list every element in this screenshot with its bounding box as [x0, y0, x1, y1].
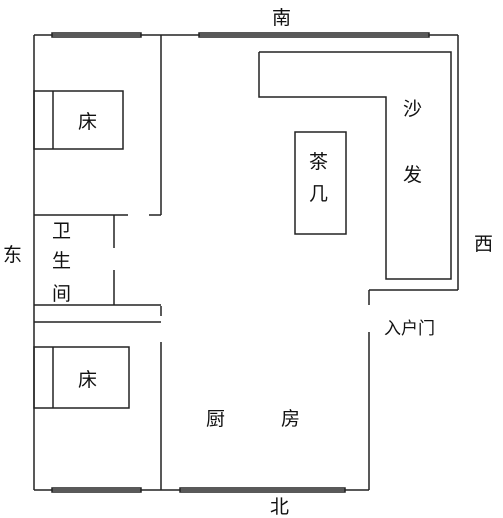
- window-north-right: [198, 32, 430, 38]
- kitchen-label-2: 房: [281, 408, 301, 430]
- bathroom-label-3: 间: [52, 283, 72, 305]
- entrance-door-label: 入户门: [384, 319, 435, 339]
- direction-north: 北: [270, 496, 290, 518]
- bathroom-label-2: 生: [52, 250, 72, 272]
- sofa-shape: [258, 51, 452, 280]
- sofa-label-1: 沙: [403, 98, 423, 120]
- direction-east: 东: [3, 244, 23, 266]
- window-north-left: [51, 32, 142, 38]
- bathroom-label-1: 卫: [52, 220, 72, 242]
- kitchen-label-1: 厨: [206, 408, 226, 430]
- bed-top-shape: [33, 90, 124, 150]
- sofa-label-2: 发: [403, 164, 423, 186]
- window-south-left: [51, 487, 142, 493]
- tea-table-label-2: 几: [309, 183, 329, 205]
- bed-top-label: 床: [78, 111, 98, 133]
- direction-west: 西: [474, 233, 494, 255]
- bed-bottom-label: 床: [78, 369, 98, 391]
- tea-table-label-1: 茶: [309, 151, 329, 173]
- direction-south: 南: [272, 7, 292, 29]
- bed-bottom-shape: [33, 346, 130, 409]
- window-south-right: [179, 487, 346, 493]
- tea-table-shape: [294, 131, 347, 235]
